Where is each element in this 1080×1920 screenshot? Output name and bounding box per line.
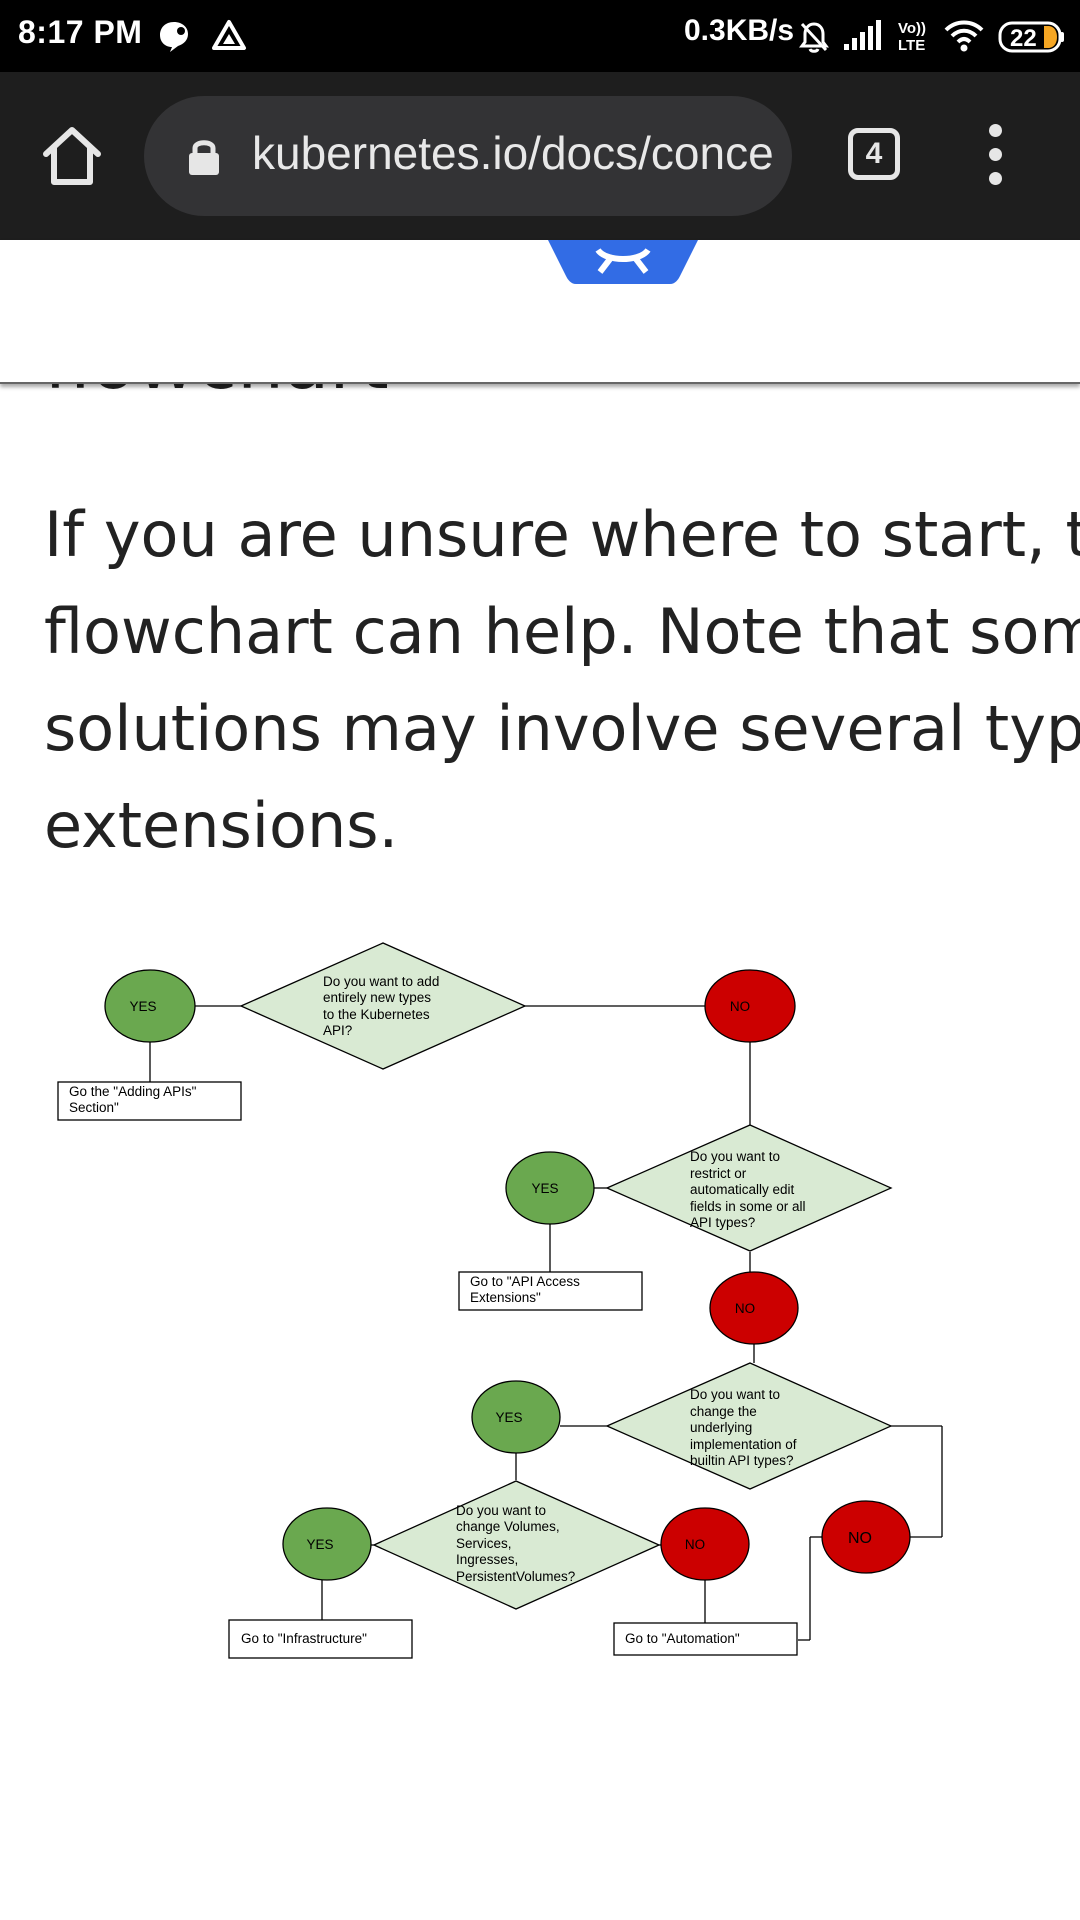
box4-text: Go to "Automation" <box>625 1631 740 1646</box>
yes-label: YES <box>531 1181 558 1196</box>
url-text[interactable]: kubernetes.io/docs/concepts <box>252 127 772 179</box>
q3-line: implementation of <box>690 1437 797 1452</box>
browser-toolbar: kubernetes.io/docs/concepts 4 <box>0 72 1080 240</box>
q2-line: Do you want to <box>690 1149 780 1164</box>
q3-line: underlying <box>690 1420 752 1435</box>
q4-line: Services, <box>456 1536 512 1551</box>
address-bar[interactable]: kubernetes.io/docs/concepts <box>144 96 792 216</box>
lock-icon <box>189 140 219 175</box>
q2-line: restrict or <box>690 1166 747 1181</box>
battery-icon: 22 <box>998 21 1064 53</box>
svg-text:Vo)): Vo)) <box>898 20 926 37</box>
no-label: NO <box>848 1530 872 1547</box>
network-speed: 0.3KB/s <box>684 14 795 47</box>
box3-text: Go to "Infrastructure" <box>241 1631 367 1646</box>
drive-icon <box>212 20 246 50</box>
no-label: NO <box>735 1301 755 1316</box>
no-label: NO <box>730 999 750 1014</box>
intro-line: extensions. <box>44 789 399 862</box>
box1-line: Section" <box>69 1100 119 1115</box>
q1-line: entirely new types <box>323 990 431 1005</box>
q4-line: change Volumes, <box>456 1519 560 1534</box>
mute-icon <box>799 22 829 53</box>
box2-line: Extensions" <box>470 1290 541 1305</box>
no-label: NO <box>685 1537 705 1552</box>
box1-line: Go the "Adding APIs" <box>69 1084 197 1099</box>
volte-icon: Vo)) LTE <box>898 20 926 54</box>
status-bar: 8:17 PM 0.3KB/s Vo)) LTE 22 <box>0 0 1080 72</box>
q1-line: Do you want to add <box>323 974 439 989</box>
intro-line: flowchart can help. Note that some <box>44 595 1080 668</box>
q2-line: fields in some or all <box>690 1199 806 1214</box>
intro-paragraph: If you are unsure where to start, this f… <box>44 486 1080 874</box>
tabs-button[interactable]: 4 <box>848 128 900 180</box>
svg-text:LTE: LTE <box>898 37 925 54</box>
extension-flowchart: YES YES YES YES NO NO NO NO Do you want … <box>57 942 943 1659</box>
yes-label: YES <box>129 999 156 1014</box>
q4-line: Do you want to <box>456 1503 546 1518</box>
home-icon[interactable] <box>38 122 106 190</box>
intro-line: solutions may involve several types of <box>44 692 1080 765</box>
overflow-menu-icon[interactable] <box>980 124 1010 185</box>
yes-label: YES <box>495 1410 522 1425</box>
signal-icon <box>844 20 881 50</box>
q2-line: automatically edit <box>690 1182 795 1197</box>
q1-line: to the Kubernetes <box>323 1007 430 1022</box>
q4-line: PersistentVolumes? <box>456 1569 575 1584</box>
status-time: 8:17 PM <box>18 14 143 50</box>
yes-label: YES <box>306 1537 333 1552</box>
intro-line: If you are unsure where to start, this <box>44 498 1080 571</box>
q3-line: builtin API types? <box>690 1453 794 1468</box>
q2-line: API types? <box>690 1215 755 1230</box>
battery-level: 22 <box>1010 25 1037 52</box>
q1-line: API? <box>323 1023 352 1038</box>
q3-line: change the <box>690 1404 757 1419</box>
q3-line: Do you want to <box>690 1387 780 1402</box>
box2-line: Go to "API Access <box>470 1274 580 1289</box>
kubernetes-logo[interactable] <box>548 240 698 284</box>
messenger-icon <box>160 22 188 52</box>
q4-line: Ingresses, <box>456 1552 518 1567</box>
site-header <box>0 240 1080 384</box>
wifi-icon <box>944 20 984 52</box>
tab-count: 4 <box>865 137 883 170</box>
